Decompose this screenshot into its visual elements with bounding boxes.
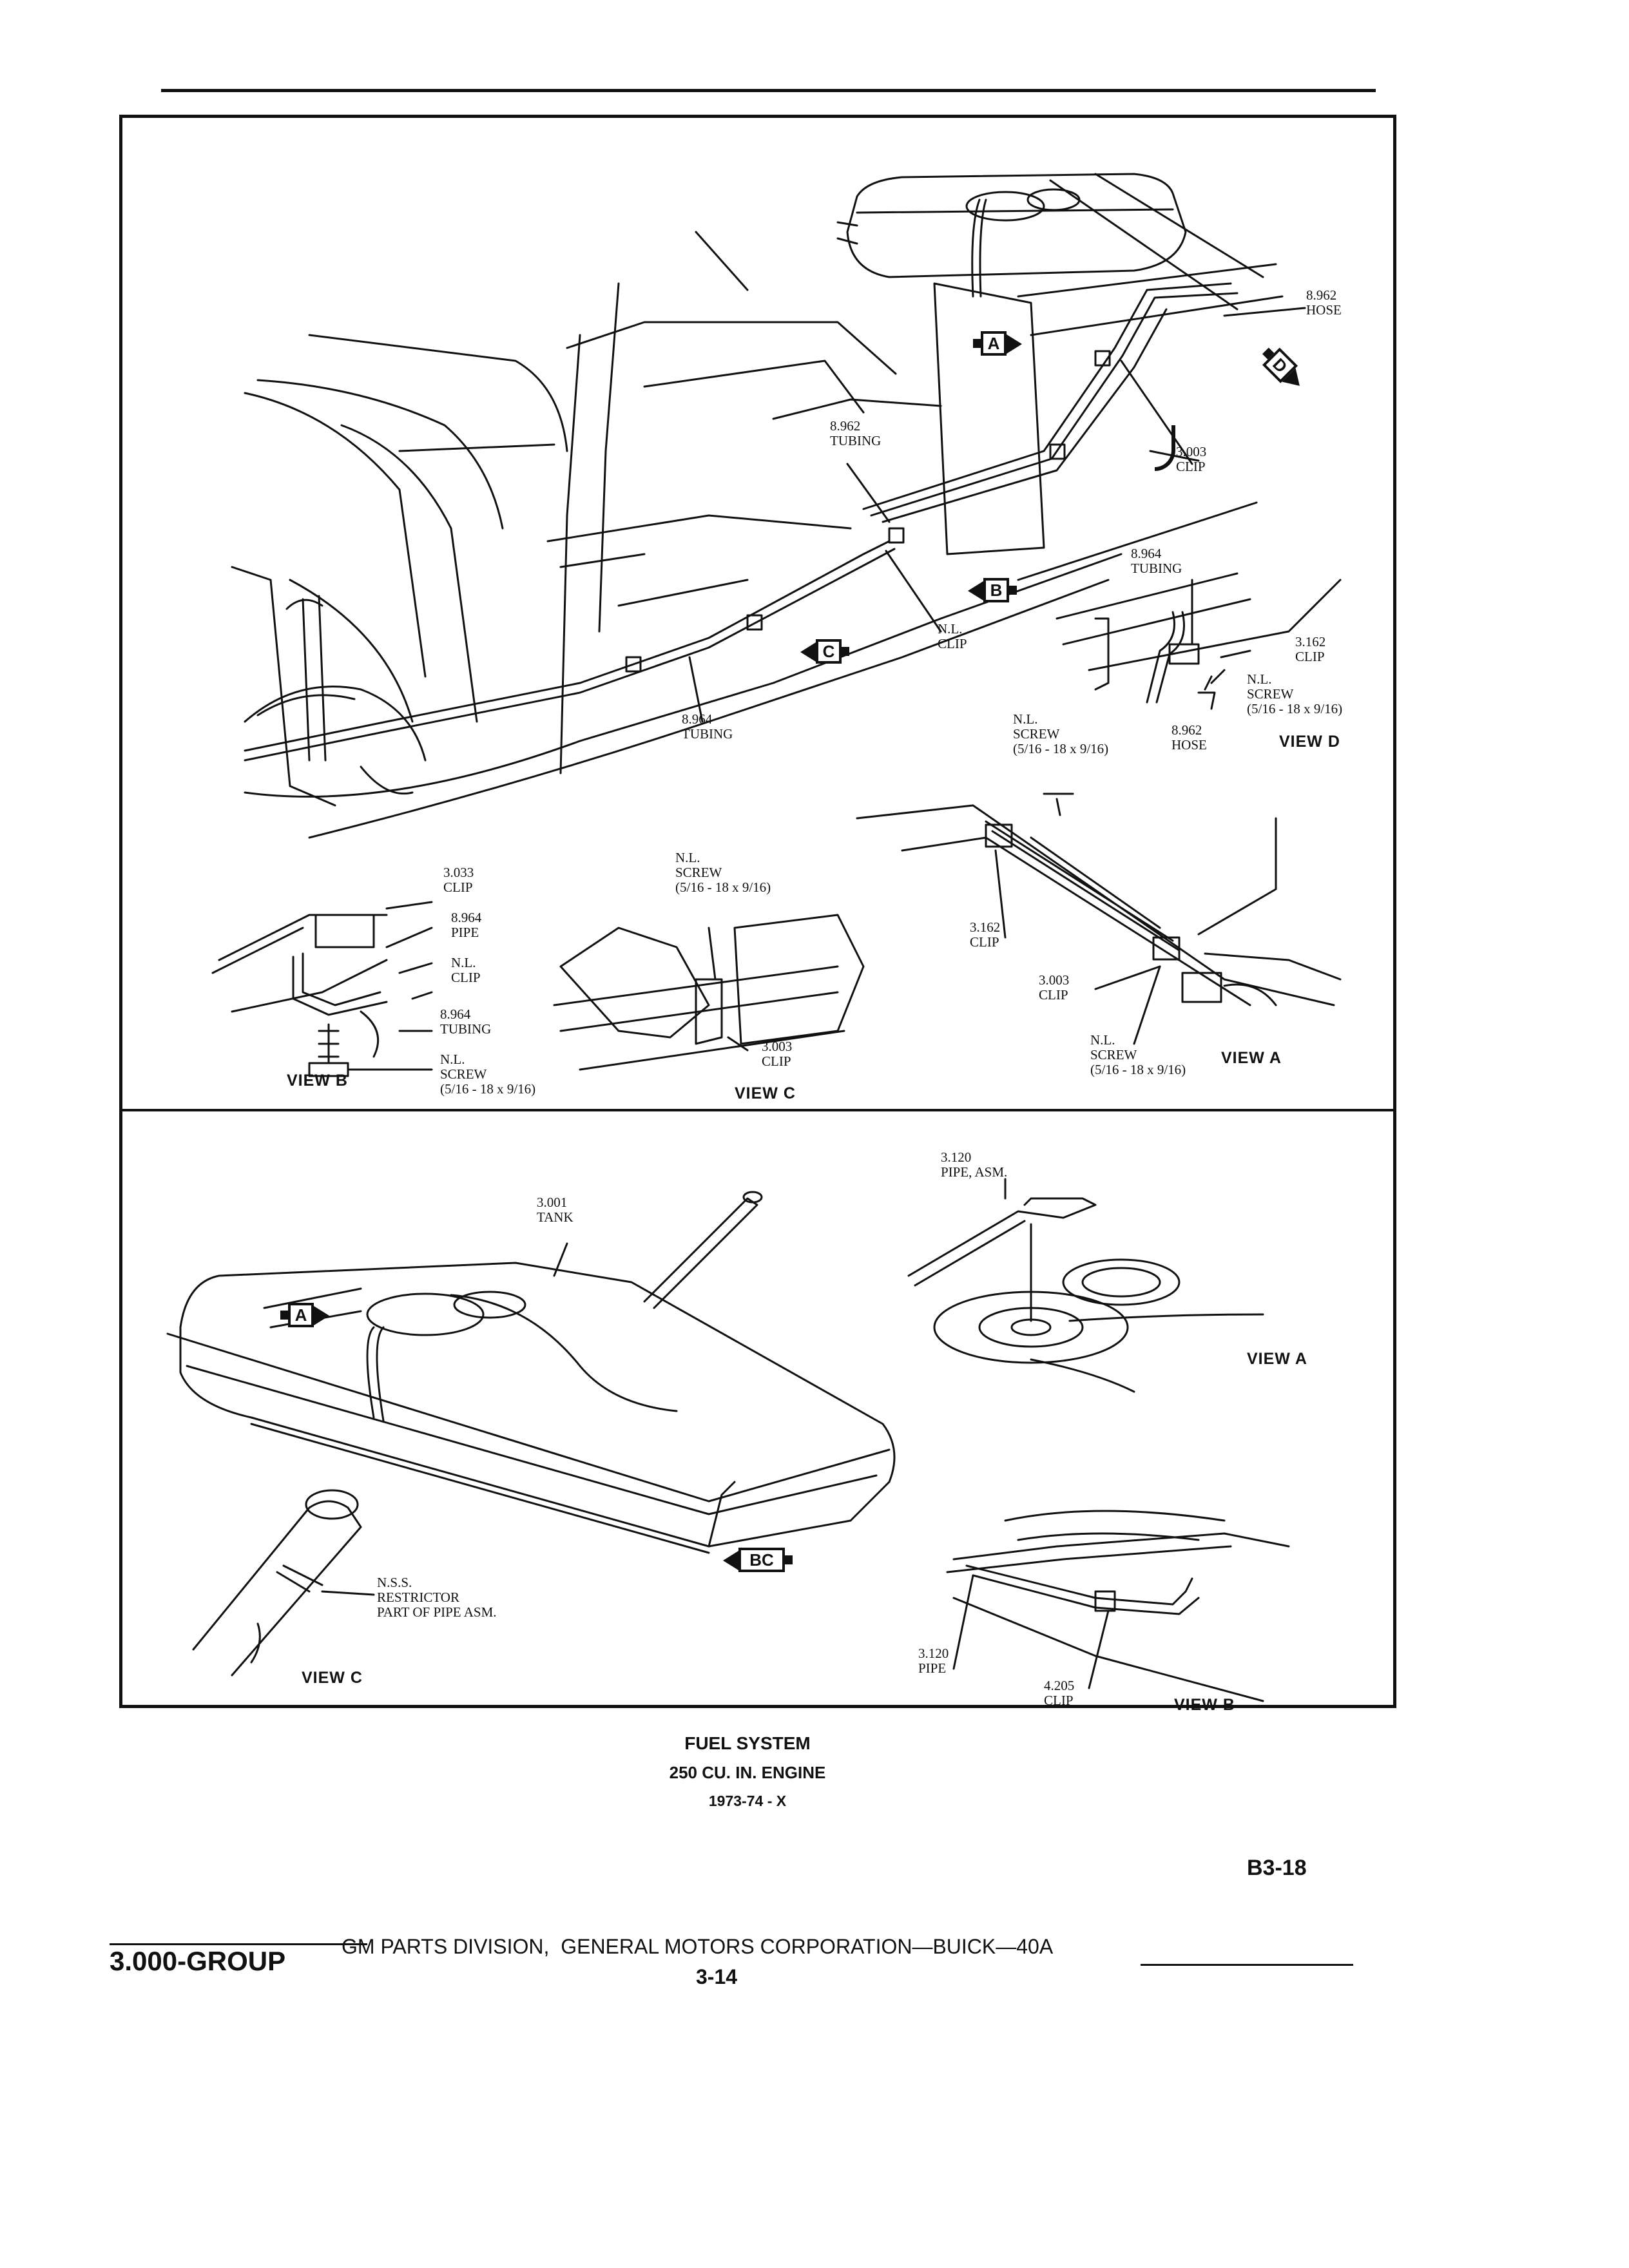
caption-title: FUEL SYSTEM (684, 1733, 811, 1753)
view-d-title: VIEW D (1279, 733, 1340, 751)
callout-a-top: A (973, 330, 1031, 358)
fuel-tank-drawing (166, 1191, 896, 1554)
view-b-bottom-title: VIEW B (1174, 1696, 1235, 1714)
view-a-bottom-title: VIEW A (1247, 1350, 1307, 1368)
view-c-screw-label: N.L.SCREW(5/16 - 18 x 9/16) (675, 850, 771, 895)
footer-group: 3.000-GROUP (110, 1946, 286, 1976)
footer-rule-left (110, 1943, 367, 1945)
view-c-bottom-title: VIEW C (302, 1669, 363, 1687)
view-b-top-drawing (211, 901, 433, 1077)
callout-a-bottom: A (280, 1302, 338, 1330)
nl-clip-label: N.L.CLIP (938, 621, 967, 651)
page-code: B3-18 (1247, 1856, 1307, 1880)
callout-c-top: C (800, 638, 863, 666)
diagram-frame (119, 115, 1396, 1708)
view-a-top-title: VIEW A (1221, 1049, 1282, 1067)
view-d-drawing (1055, 572, 1342, 710)
view-b-bottom-drawing (946, 1510, 1290, 1702)
callout-b-top: B (968, 577, 1031, 605)
footer-division: GM PARTS DIVISION, GENERAL MOTORS CORPOR… (342, 1935, 1054, 1958)
view-b-screw-label: N.L.SCREW(5/16 - 18 x 9/16) (440, 1052, 536, 1097)
footer-page-number: 3-14 (696, 1965, 738, 1988)
top-rule (161, 89, 1376, 92)
view-a-screw-label-2: N.L.SCREW(5/16 - 18 x 9/16) (1090, 1032, 1186, 1077)
callout-bc-bottom: BC (723, 1546, 818, 1575)
view-b-top-title: VIEW B (287, 1072, 348, 1090)
view-c-top-title: VIEW C (735, 1084, 796, 1102)
caption-engine: 250 CU. IN. ENGINE (669, 1763, 826, 1782)
view-d-screw-label: N.L.SCREW(5/16 - 18 x 9/16) (1247, 671, 1343, 716)
panel-divider (119, 1109, 1396, 1111)
vehicle-body-drawing (231, 173, 1306, 839)
caption-years: 1973-74 - X (708, 1792, 787, 1809)
footer-rule-right (1141, 1964, 1353, 1966)
view-c-top-drawing (553, 914, 865, 1071)
view-a-bottom-drawing (907, 1178, 1264, 1393)
view-b-nl-clip-label: N.L.CLIP (451, 955, 481, 985)
view-c-bottom-drawing (192, 1489, 375, 1677)
view-a-screw-label-1: N.L.SCREW(5/16 - 18 x 9/16) (1013, 711, 1109, 756)
view-a-top-drawing (856, 793, 1342, 1045)
